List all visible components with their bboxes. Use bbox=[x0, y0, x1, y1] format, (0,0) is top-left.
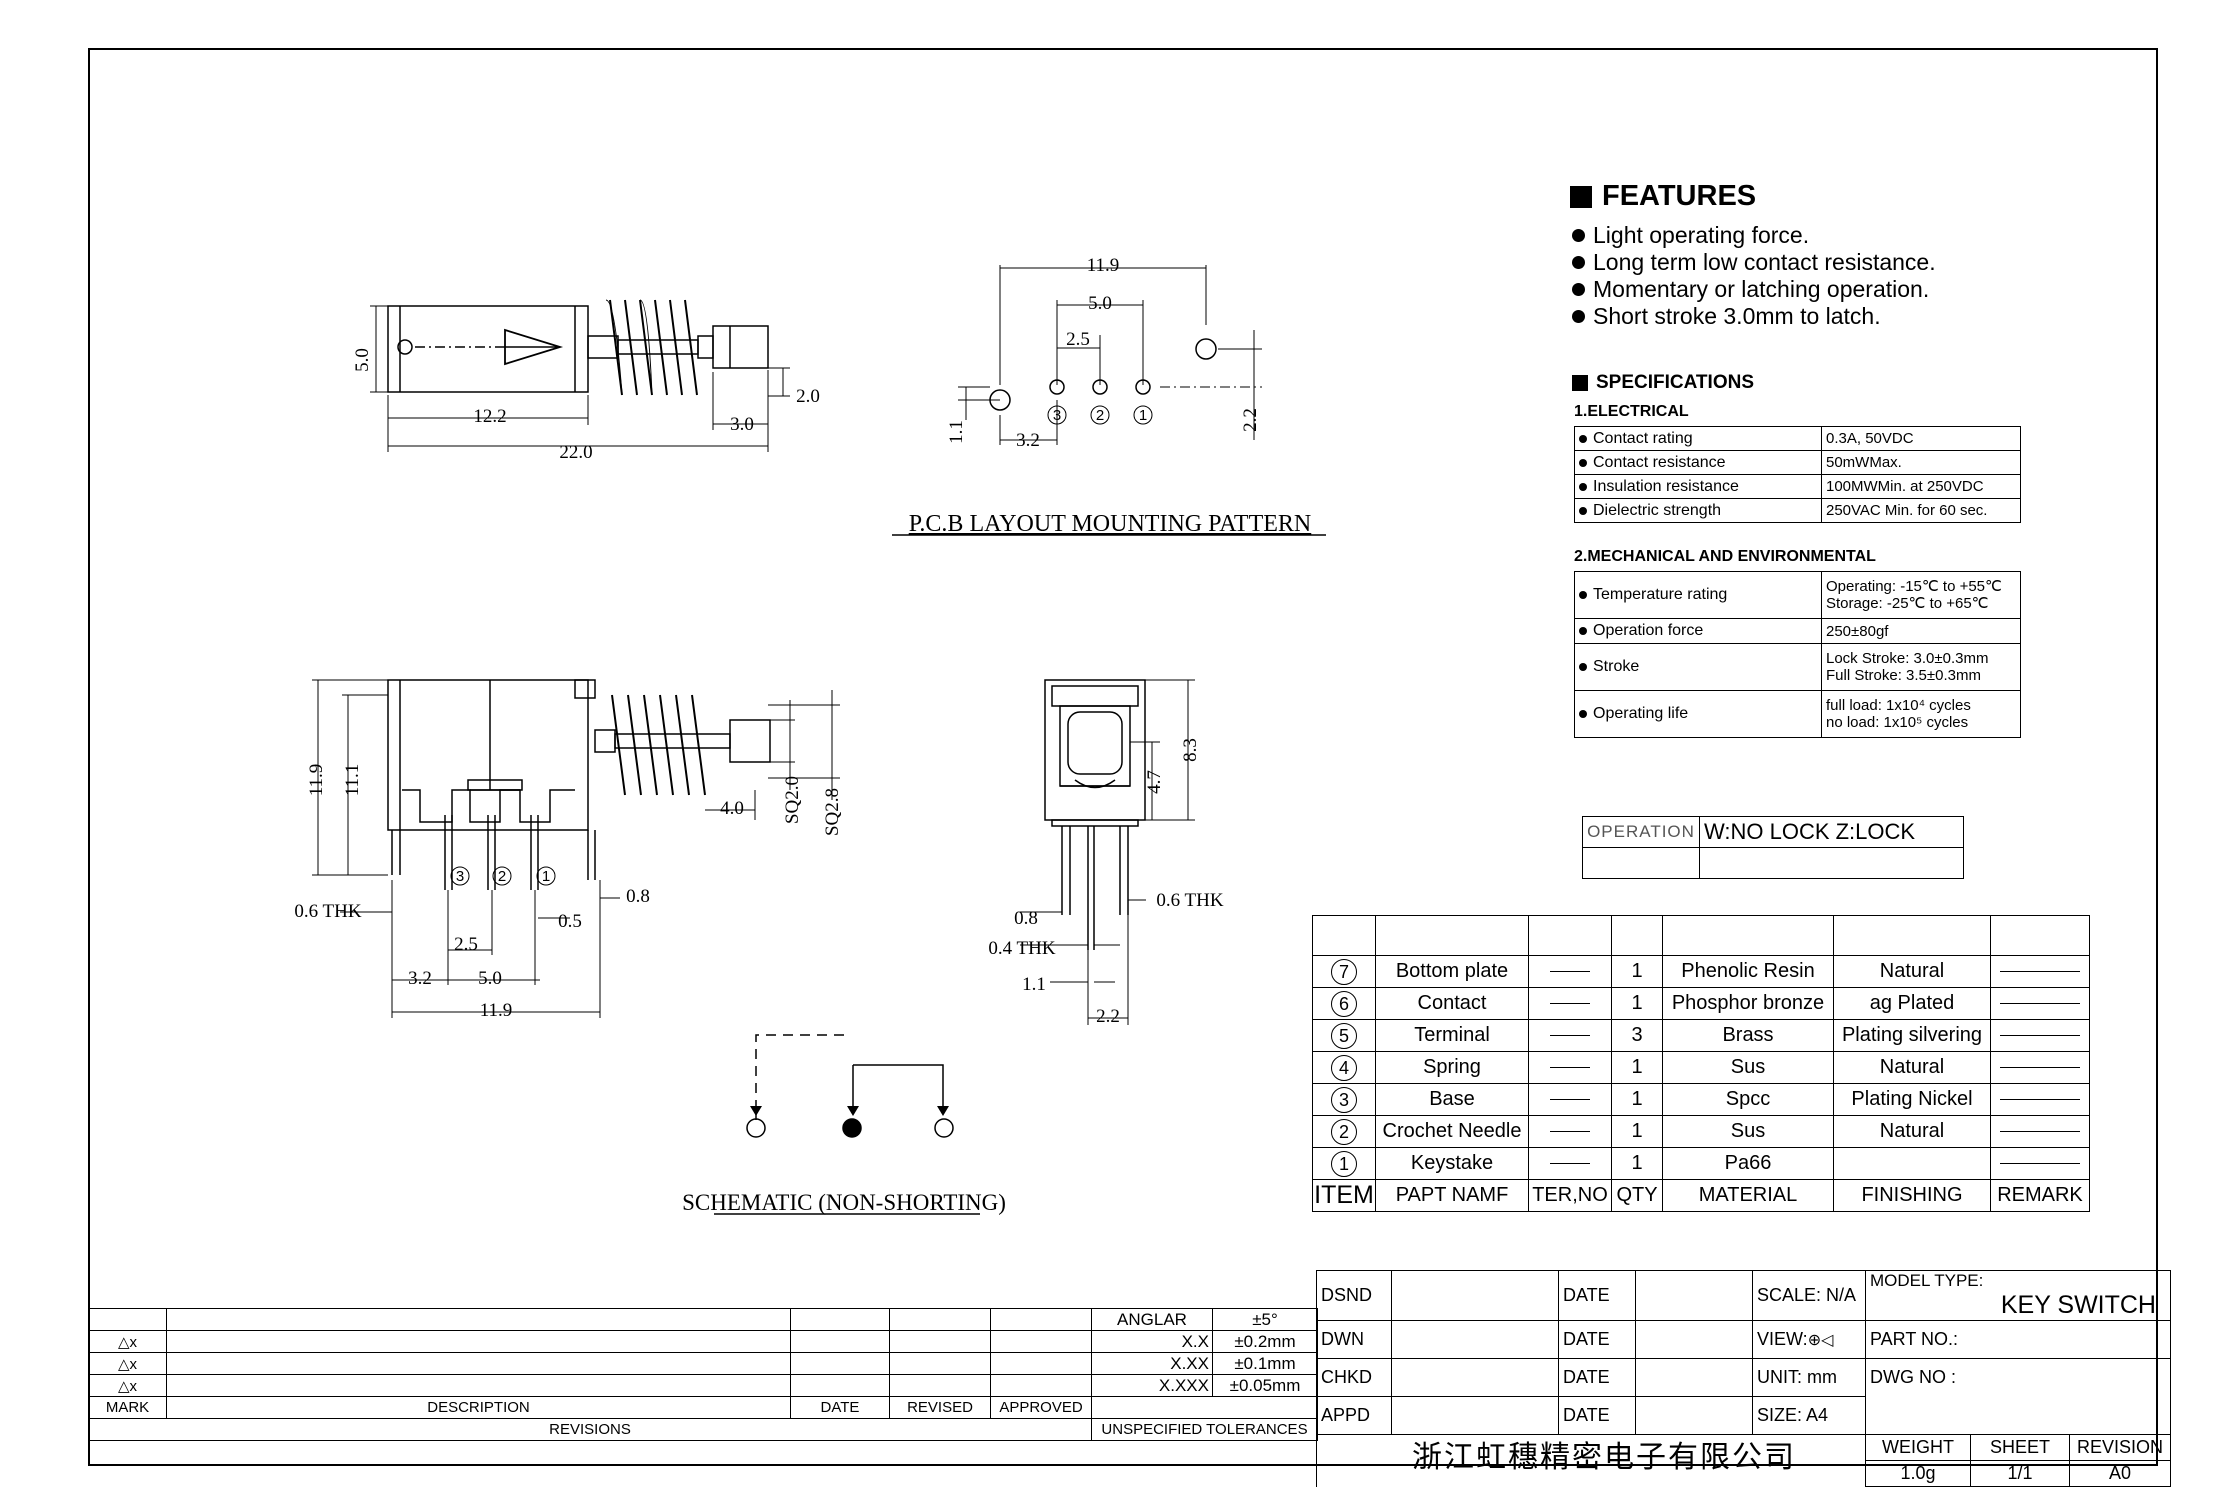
bullet-icon bbox=[1579, 506, 1587, 515]
pcb-pin-1: 1 bbox=[1139, 407, 1147, 424]
projection-view-icon: ⊕◁ bbox=[1807, 1332, 1834, 1349]
front-pin-3: 3 bbox=[456, 868, 464, 885]
dim-12-2: 12.2 bbox=[473, 406, 506, 427]
drawing-frame bbox=[88, 48, 2158, 1466]
dim-11-9-bottom: 11.9 bbox=[480, 1000, 513, 1021]
features-list: Light operating force. Long term low con… bbox=[1572, 222, 1936, 330]
dim-0-6-thk-front: 0.6 THK bbox=[294, 901, 361, 922]
bullet-icon bbox=[1572, 256, 1585, 269]
dim-11-9-front: 11.9 bbox=[306, 764, 327, 797]
dim-3-2-pcb: 3.2 bbox=[1016, 430, 1040, 451]
bullet-icon bbox=[1579, 663, 1587, 671]
dim-2-2-pcb: 2.2 bbox=[1240, 408, 1261, 432]
dim-4-7: 4.7 bbox=[1144, 770, 1165, 794]
square-bullet-icon bbox=[1572, 375, 1588, 391]
bullet-icon bbox=[1579, 482, 1587, 491]
schematic-title: SCHEMATIC (NON-SHORTING) bbox=[682, 1190, 1006, 1215]
dim-8-3: 8.3 bbox=[1180, 738, 1201, 762]
front-view bbox=[312, 679, 840, 1018]
dim-22-0: 22.0 bbox=[559, 442, 592, 463]
features-title: FEATURES bbox=[1602, 180, 1757, 212]
dim-0-6-thk-side: 0.6 THK bbox=[1156, 890, 1223, 911]
dim-0-8-side: 0.8 bbox=[1014, 908, 1038, 929]
dim-11-9-pcb: 11.9 bbox=[1087, 255, 1120, 276]
bullet-icon bbox=[1579, 627, 1587, 635]
square-bullet-icon bbox=[1570, 185, 1592, 208]
dim-11-1: 11.1 bbox=[342, 764, 363, 797]
feature-item: Long term low contact resistance. bbox=[1572, 249, 1936, 276]
operation-value: W:NO LOCK Z:LOCK bbox=[1699, 816, 1964, 848]
electrical-label: 1.ELECTRICAL bbox=[1574, 403, 1689, 420]
features-heading: FEATURES bbox=[1570, 180, 1756, 213]
pcb-layout-title: P.C.B LAYOUT MOUNTING PATTERN bbox=[909, 511, 1312, 537]
pcb-layout bbox=[958, 265, 1262, 445]
dim-sq2-8: SQ2.8 bbox=[822, 788, 843, 836]
dim-0-8-front: 0.8 bbox=[626, 886, 650, 907]
top-side-view bbox=[370, 299, 790, 452]
pcb-pin-2: 2 bbox=[1096, 407, 1104, 424]
dim-0-5: 0.5 bbox=[558, 911, 582, 932]
dim-4-0: 4.0 bbox=[720, 798, 744, 819]
bullet-icon bbox=[1579, 710, 1587, 718]
dim-3-2-front: 3.2 bbox=[408, 968, 432, 989]
dim-2-2-side: 2.2 bbox=[1096, 1006, 1120, 1027]
operation-label: OPERATION bbox=[1582, 816, 1700, 848]
dim-2-5-pcb: 2.5 bbox=[1066, 329, 1090, 350]
schematic bbox=[746, 1034, 954, 1138]
dim-5-0-pcb: 5.0 bbox=[1088, 293, 1112, 314]
feature-item: Short stroke 3.0mm to latch. bbox=[1572, 303, 1936, 330]
bullet-icon bbox=[1579, 458, 1587, 467]
front-pin-1: 1 bbox=[542, 868, 550, 885]
bullet-icon bbox=[1572, 283, 1585, 296]
specifications-heading: SPECIFICATIONS bbox=[1572, 372, 1754, 394]
dim-1-1-side: 1.1 bbox=[1022, 974, 1046, 995]
bullet-icon bbox=[1572, 229, 1585, 242]
bom-header: ITEM PAPT NAMF TER,NO QTY MATERIAL FINIS… bbox=[1312, 1179, 2090, 1212]
dim-sq2-0: SQ2.0 bbox=[782, 776, 803, 824]
company-name: 浙江虹穗精密电子有限公司 bbox=[1412, 1440, 1796, 1475]
bullet-icon bbox=[1579, 591, 1587, 599]
dim-1-1-pcb: 1.1 bbox=[946, 420, 967, 444]
feature-item: Momentary or latching operation. bbox=[1572, 276, 1936, 303]
model-value: KEY SWITCH bbox=[2000, 1291, 2156, 1319]
side-view bbox=[1020, 679, 1195, 1025]
feature-item: Light operating force. bbox=[1572, 222, 1936, 249]
pcb-pin-3: 3 bbox=[1053, 407, 1061, 424]
bullet-icon bbox=[1572, 310, 1585, 323]
dim-5-0-top: 5.0 bbox=[352, 348, 373, 372]
bullet-icon bbox=[1579, 434, 1587, 443]
dim-0-4-thk: 0.4 THK bbox=[988, 938, 1055, 959]
dim-5-0-front: 5.0 bbox=[478, 968, 502, 989]
dim-2-0-top: 2.0 bbox=[796, 386, 820, 407]
dim-3-0: 3.0 bbox=[730, 414, 754, 435]
dim-2-5-front: 2.5 bbox=[454, 934, 478, 955]
title-block: DSND DATE SCALE: N/A MODEL TYPE: KEY SWI… bbox=[1316, 1270, 2171, 1487]
operation-table: OPERATION W:NO LOCK Z:LOCK bbox=[1582, 816, 1964, 879]
mechanical-label: 2.MECHANICAL AND ENVIRONMENTAL bbox=[1574, 548, 1876, 565]
front-pin-2: 2 bbox=[498, 868, 506, 885]
